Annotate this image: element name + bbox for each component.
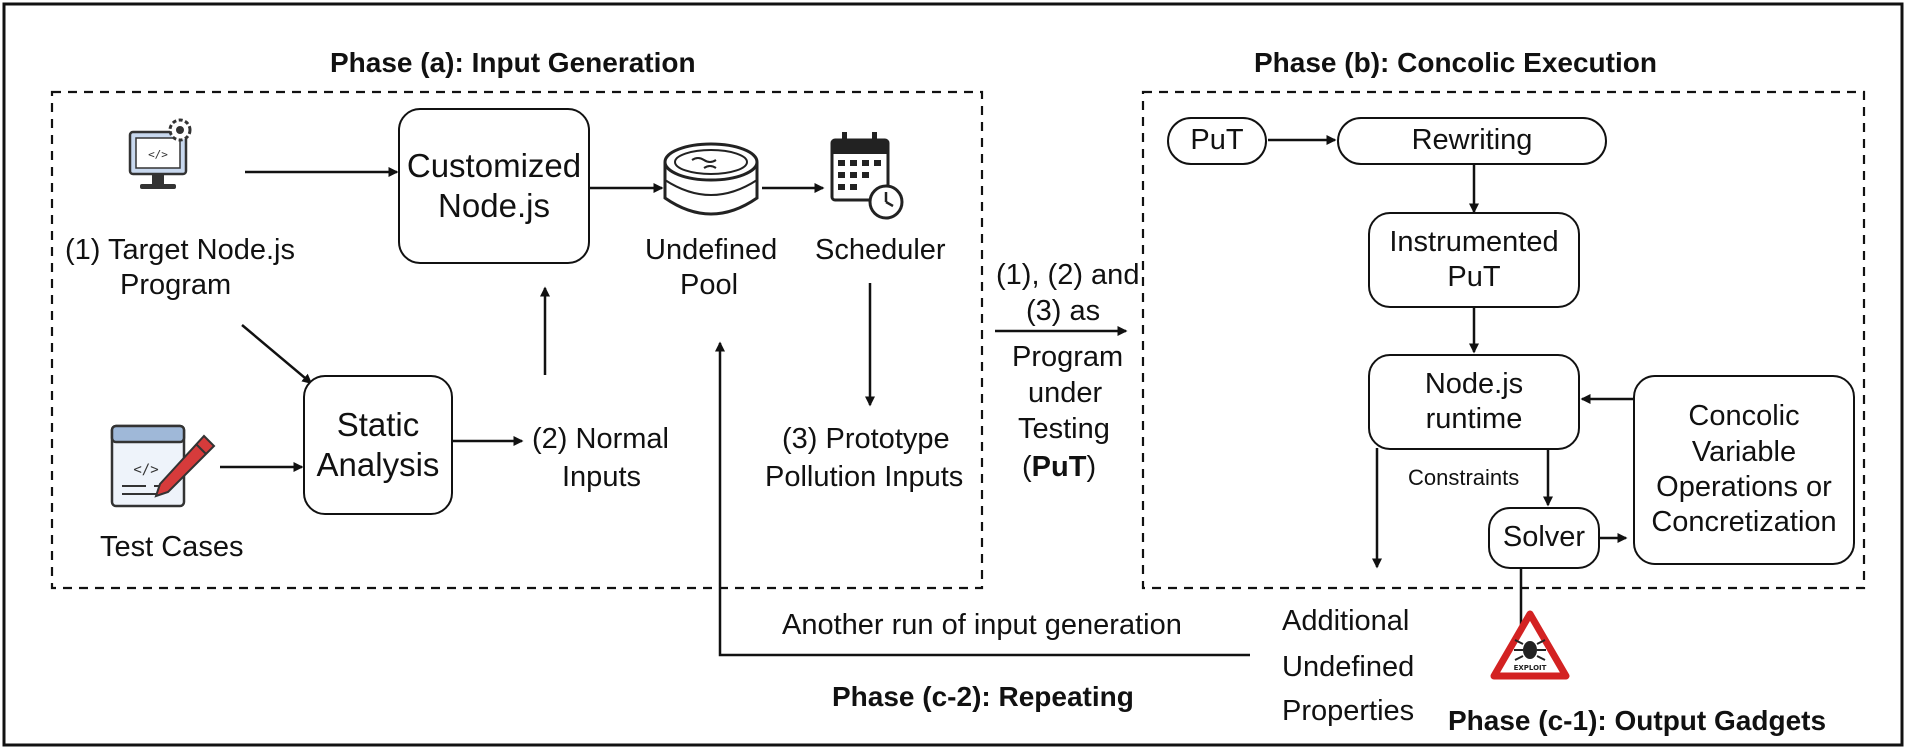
concolic-label-line2: Variable xyxy=(1691,435,1797,468)
additional-label-line2: Undefined xyxy=(1282,651,1415,683)
constraints-label: Constraints xyxy=(1408,465,1520,490)
svg-text:</>: </> xyxy=(148,148,168,161)
transition-put-close: ) xyxy=(1086,451,1097,483)
another-run-label: Another run of input generation xyxy=(782,609,1182,641)
pollution-inputs-label-line1: (3) Prototype xyxy=(782,423,950,455)
transition-put-bold: PuT xyxy=(1031,451,1087,483)
exploit-warning-icon: EXPLOIT xyxy=(1490,610,1570,680)
transition-line2: (3) as xyxy=(1026,295,1101,327)
monitor-gear-icon: </> xyxy=(128,118,192,189)
put-box: PuT xyxy=(1167,117,1267,165)
phase-b-region xyxy=(1141,90,1866,590)
pool-icon xyxy=(663,142,759,216)
transition-put-label: (PuT) xyxy=(1022,450,1096,485)
phase-c2-title: Phase (c-2): Repeating xyxy=(832,681,1134,712)
customized-label-line2: Node.js xyxy=(438,187,550,224)
target-program-label-line2: Program xyxy=(120,269,232,301)
solver-box: Solver xyxy=(1488,507,1600,569)
undefined-pool-label-line1: Undefined xyxy=(645,234,778,266)
arrow-repeat-to-pool xyxy=(715,341,1250,657)
target-program-label-line1: (1) Target Node.js xyxy=(65,234,295,266)
test-cases-label: Test Cases xyxy=(100,531,244,563)
runtime-label-line2: runtime xyxy=(1425,403,1523,435)
concolic-label-line3: Operations or xyxy=(1656,471,1832,503)
concolic-label-line1: Concolic xyxy=(1688,400,1800,433)
svg-text:</>: </> xyxy=(133,462,158,478)
phase-b-title: Phase (b): Concolic Execution xyxy=(1254,47,1657,78)
normal-inputs-label-line1: (2) Normal xyxy=(532,423,669,455)
exploit-icon-text: EXPLOIT xyxy=(1514,664,1547,672)
static-label-line1: Static xyxy=(336,405,420,443)
phase-c1-title: Phase (c-1): Output Gadgets xyxy=(1448,705,1827,736)
scheduler-label: Scheduler xyxy=(815,234,946,266)
rewriting-box: Rewriting xyxy=(1337,117,1607,165)
pollution-inputs-label-line2: Pollution Inputs xyxy=(765,461,964,493)
transition-line5: Testing xyxy=(1018,413,1110,445)
static-label-line2: Analysis xyxy=(316,446,440,483)
undefined-pool-label-line2: Pool xyxy=(680,269,739,301)
transition-line4: under xyxy=(1028,377,1103,409)
phase-a-region xyxy=(50,90,984,590)
transition-line3: Program xyxy=(1012,341,1124,373)
runtime-label-line1: Node.js xyxy=(1424,367,1524,400)
transition-line1: (1), (2) and xyxy=(996,259,1140,291)
normal-inputs-label-line2: Inputs xyxy=(562,461,641,493)
phase-a-title: Phase (a): Input Generation xyxy=(330,47,696,78)
code-window-pencil-icon: </> xyxy=(110,424,216,508)
concolic-label-line4: Concretization xyxy=(1651,506,1837,539)
calendar-clock-icon xyxy=(830,132,904,220)
instrumented-label-line1: Instrumented xyxy=(1389,225,1559,258)
customized-label-line1: Customized xyxy=(406,146,582,184)
instrumented-label-line2: PuT xyxy=(1447,261,1501,293)
transition-put-open: ( xyxy=(1022,451,1032,483)
additional-label-line3: Properties xyxy=(1282,695,1415,727)
arrow-target-to-static xyxy=(241,324,313,384)
additional-label-line1: Additional xyxy=(1282,605,1410,637)
